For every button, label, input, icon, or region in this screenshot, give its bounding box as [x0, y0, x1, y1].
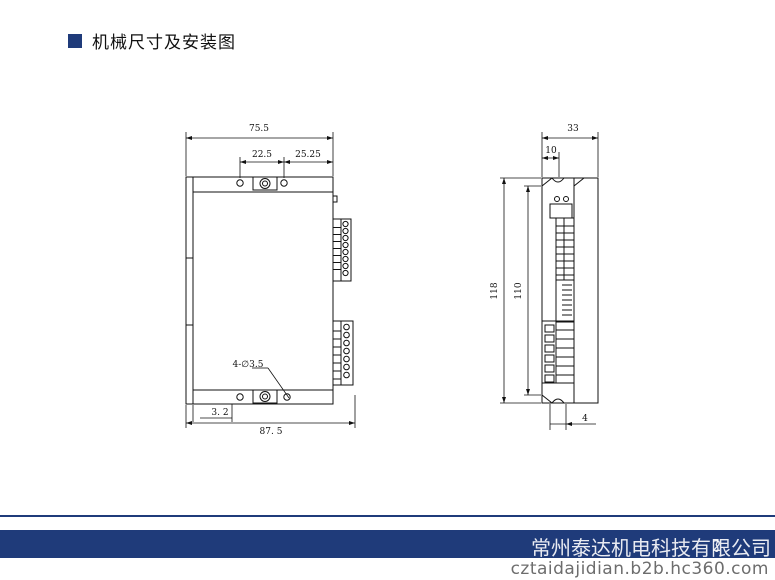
mechanical-drawing: 75.5 22.5 25.25 4-∅3.5 3. 2 87. 5: [185, 124, 599, 437]
front-hole-bottom-right: [283, 393, 291, 401]
footer-page-number: 2: [712, 537, 722, 555]
side-terminals: [541, 320, 575, 384]
front-terminal-lower: [332, 320, 354, 386]
front-screw-top-inner: [262, 180, 268, 187]
title-text: 机械尺寸及安装图: [92, 33, 236, 53]
side-view: [541, 177, 599, 404]
front-terminal-upper: [332, 218, 352, 282]
dim-height-total: 118: [490, 282, 500, 299]
front-left-plate: [185, 176, 194, 405]
footer-divider: [0, 515, 775, 517]
front-hole-top-right: [280, 179, 288, 187]
title-bullet-icon: [68, 33, 82, 48]
front-screw-top: [259, 178, 271, 189]
front-hole-bottom-left: [236, 393, 244, 401]
dim-height-inner: 110: [514, 282, 524, 299]
side-outline: [541, 177, 599, 404]
side-middle-strip: [555, 279, 575, 323]
side-top-slot: [551, 177, 565, 183]
dim-depth-front: 10: [545, 146, 557, 156]
front-hole-top-left: [236, 179, 244, 187]
footer-bar: [0, 530, 775, 558]
section-title: 机械尺寸及安装图: [68, 28, 236, 53]
footer-company: 常州泰达机电科技有限公司: [531, 536, 771, 560]
side-arrows: [502, 136, 598, 426]
front-screw-bottom: [259, 391, 271, 402]
side-dip-switches: [555, 217, 575, 281]
dim-offset-left: 3. 2: [211, 408, 228, 418]
dim-hole-left: 22.5: [252, 150, 272, 160]
dim-width-total: 75.5: [249, 124, 269, 134]
front-dimensions: [185, 132, 356, 428]
front-screw-bottom-housing: [252, 389, 278, 404]
front-right-bump: [332, 195, 338, 203]
front-screw-bottom-inner: [262, 393, 268, 400]
dim-width-base: 87. 5: [260, 427, 283, 437]
side-dimensions: [500, 132, 599, 430]
dim-hole-right: 25.25: [295, 150, 321, 160]
footer-url: cztaidajidian.b2b.hc360.com: [510, 559, 769, 579]
side-bottom-slot: [551, 398, 565, 404]
dim-depth-total: 33: [567, 124, 579, 134]
front-arrows: [186, 136, 355, 425]
front-view: [185, 176, 354, 405]
dim-side-offset: 4: [582, 414, 588, 424]
dim-mount-holes: 4-∅3.5: [233, 360, 264, 370]
front-screw-top-housing: [252, 176, 278, 191]
